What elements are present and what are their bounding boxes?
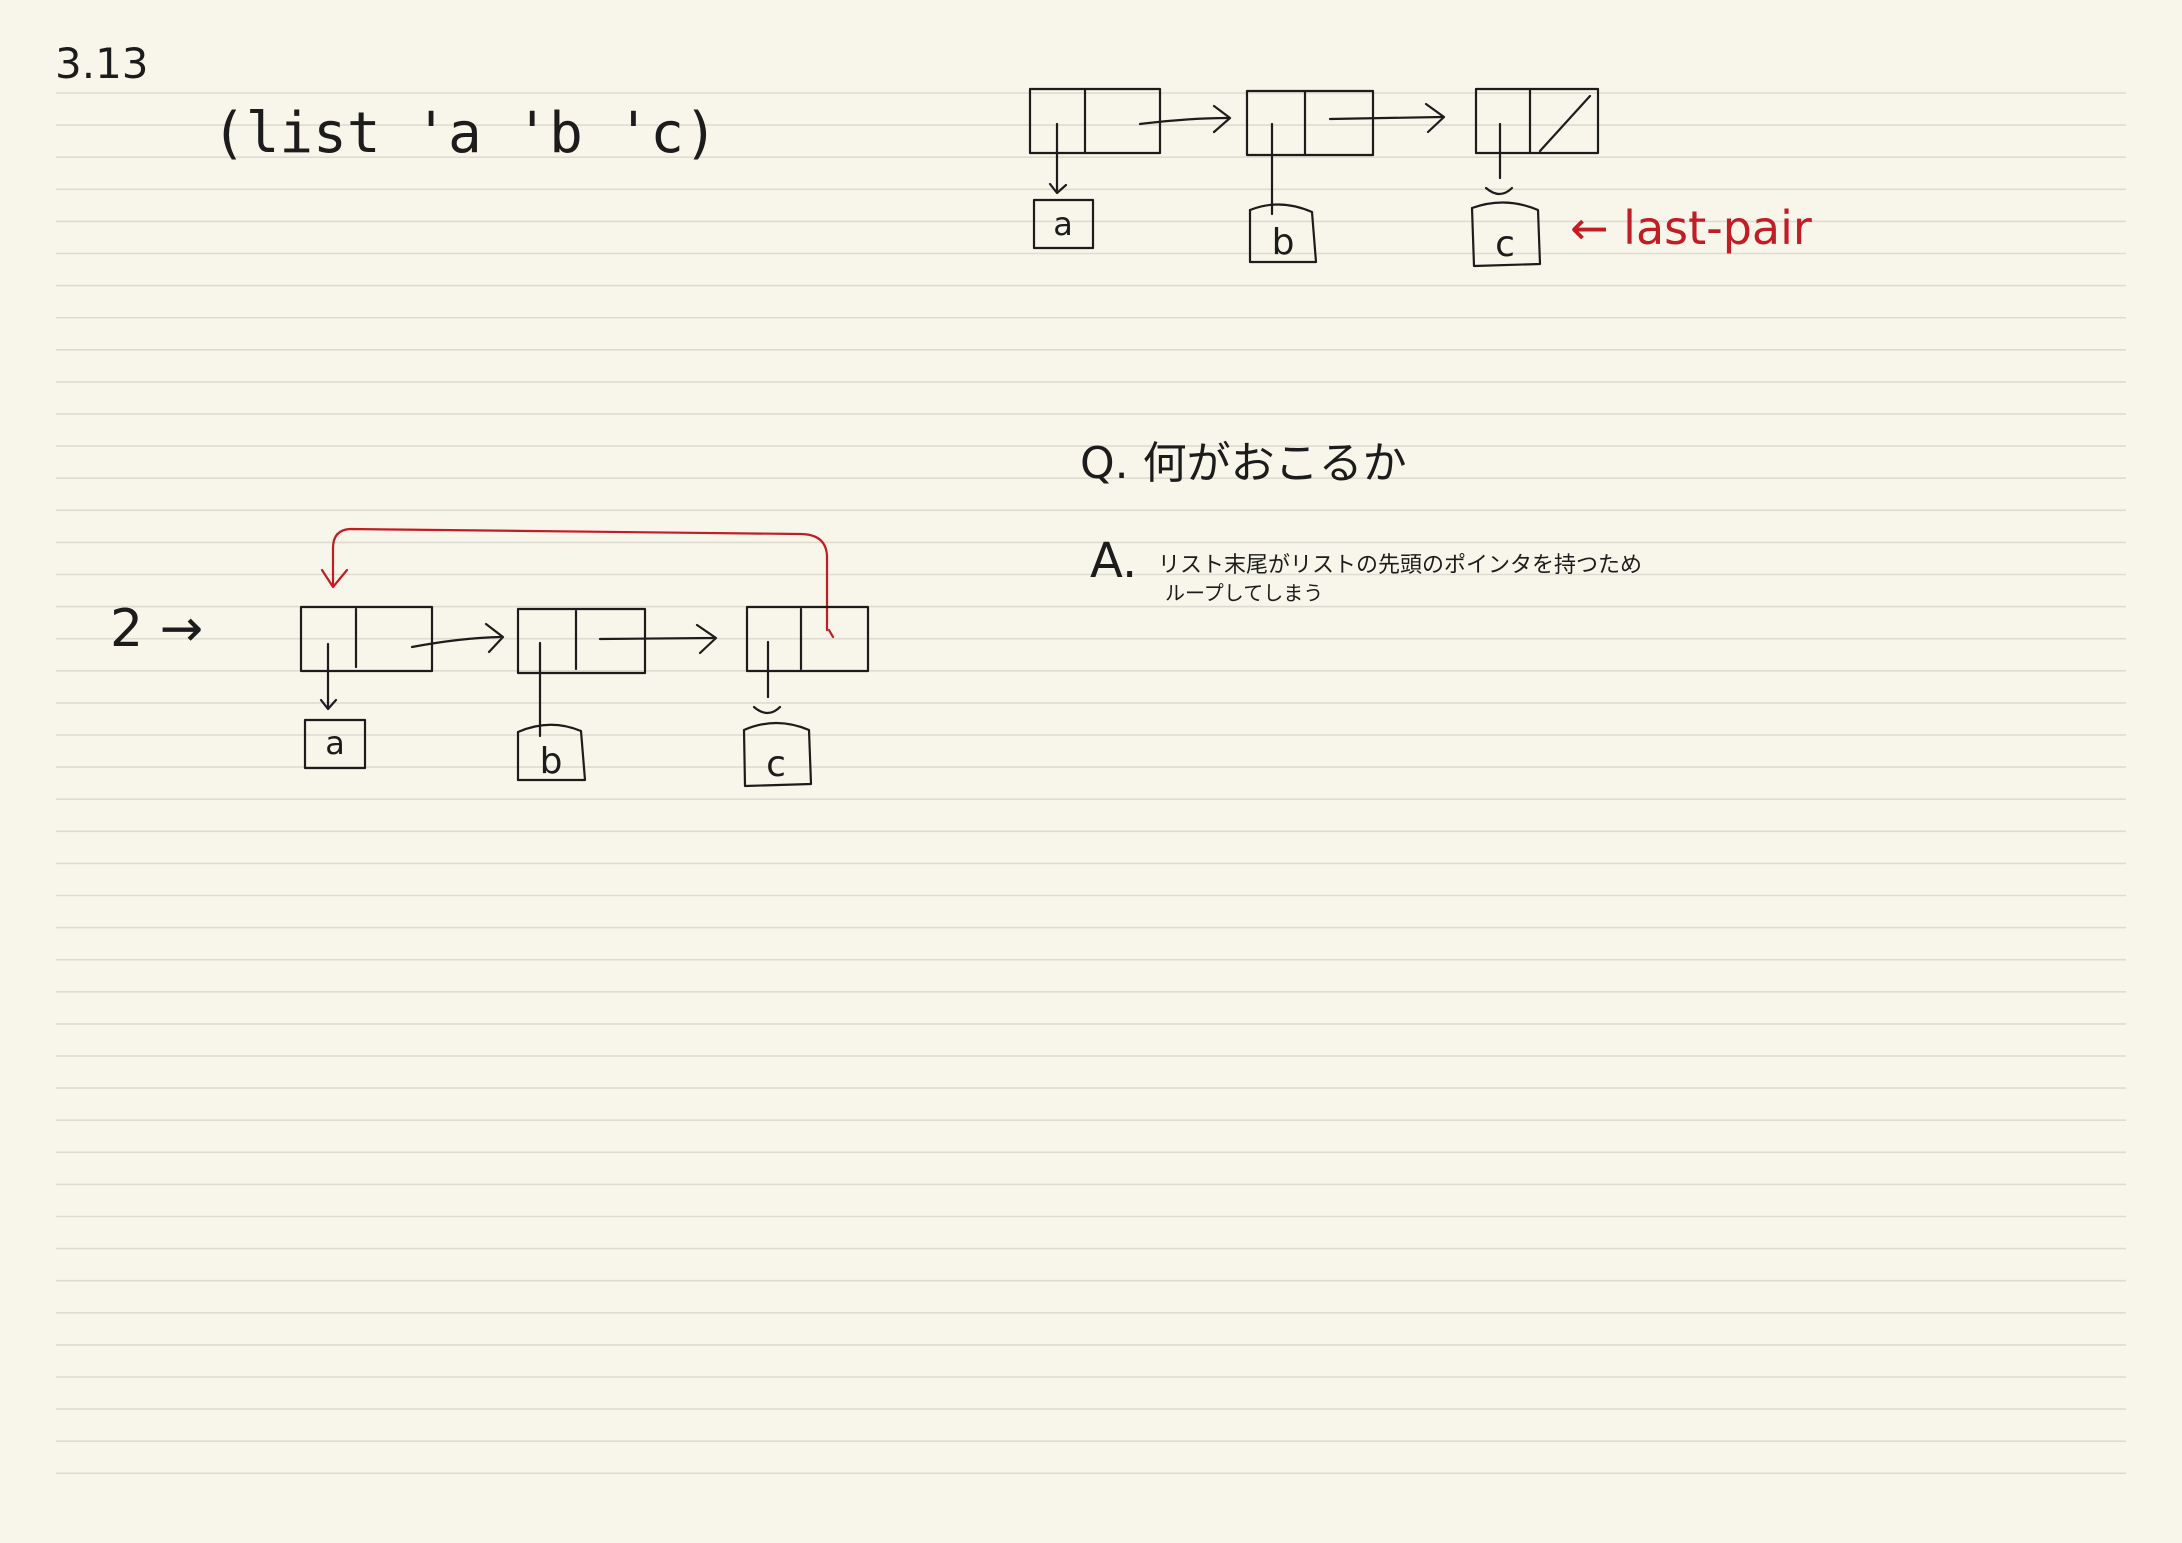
top-cdr-arrow-2 — [1328, 102, 1446, 134]
bottom-atom-b: b — [516, 723, 587, 782]
svg-text:a: a — [1053, 205, 1073, 243]
top-atom-a: a — [1032, 198, 1095, 250]
answer-line-2: ループしてしまう — [1165, 581, 1323, 605]
bottom-atom-a: a — [303, 718, 367, 770]
last-pair-annotation: ← last-pair — [1570, 201, 1812, 255]
bottom-cons-cell-2 — [516, 607, 647, 675]
svg-text:b: b — [1272, 222, 1295, 263]
loop-back-arrow — [320, 527, 835, 639]
svg-text:c: c — [766, 744, 786, 785]
answer-line-1: リスト末尾がリストの先頭のポインタを持つため — [1158, 553, 1642, 578]
answer-prefix: A. — [1090, 533, 1137, 589]
bottom-cons-cell-1 — [299, 605, 434, 673]
bottom-car-pointer-a — [319, 642, 338, 711]
svg-text:c: c — [1495, 224, 1515, 265]
bottom-cons-cell-3 — [745, 605, 870, 673]
list-expression: (list 'a 'b 'c) — [212, 101, 718, 166]
top-atom-c: c — [1470, 201, 1542, 268]
top-box-pointer-diagram: a b c ← last-pair — [1028, 87, 1812, 268]
svg-text:b: b — [540, 741, 563, 782]
ruled-lines — [56, 92, 2126, 1475]
bottom-box-pointer-diagram: a b c — [299, 527, 870, 788]
bottom-atom-c: c — [742, 721, 813, 788]
question-text: Q. 何がおこるか — [1080, 438, 1407, 489]
top-car-pointer-c — [1484, 122, 1514, 196]
top-cons-cell-1 — [1028, 87, 1162, 155]
top-cdr-arrow-1 — [1138, 104, 1232, 134]
bottom-car-pointer-c — [752, 640, 782, 715]
nil-slash — [1538, 94, 1592, 153]
top-atom-b: b — [1248, 203, 1318, 264]
top-car-pointer-a — [1048, 122, 1068, 195]
step-label: 2 → — [110, 599, 203, 659]
bottom-cdr-arrow-1 — [410, 622, 505, 654]
bottom-cdr-arrow-2 — [598, 623, 718, 655]
top-cons-cell-2 — [1245, 89, 1375, 157]
top-cons-cell-3 — [1474, 87, 1600, 155]
section-number: 3.13 — [55, 39, 149, 88]
svg-text:a: a — [325, 724, 345, 762]
